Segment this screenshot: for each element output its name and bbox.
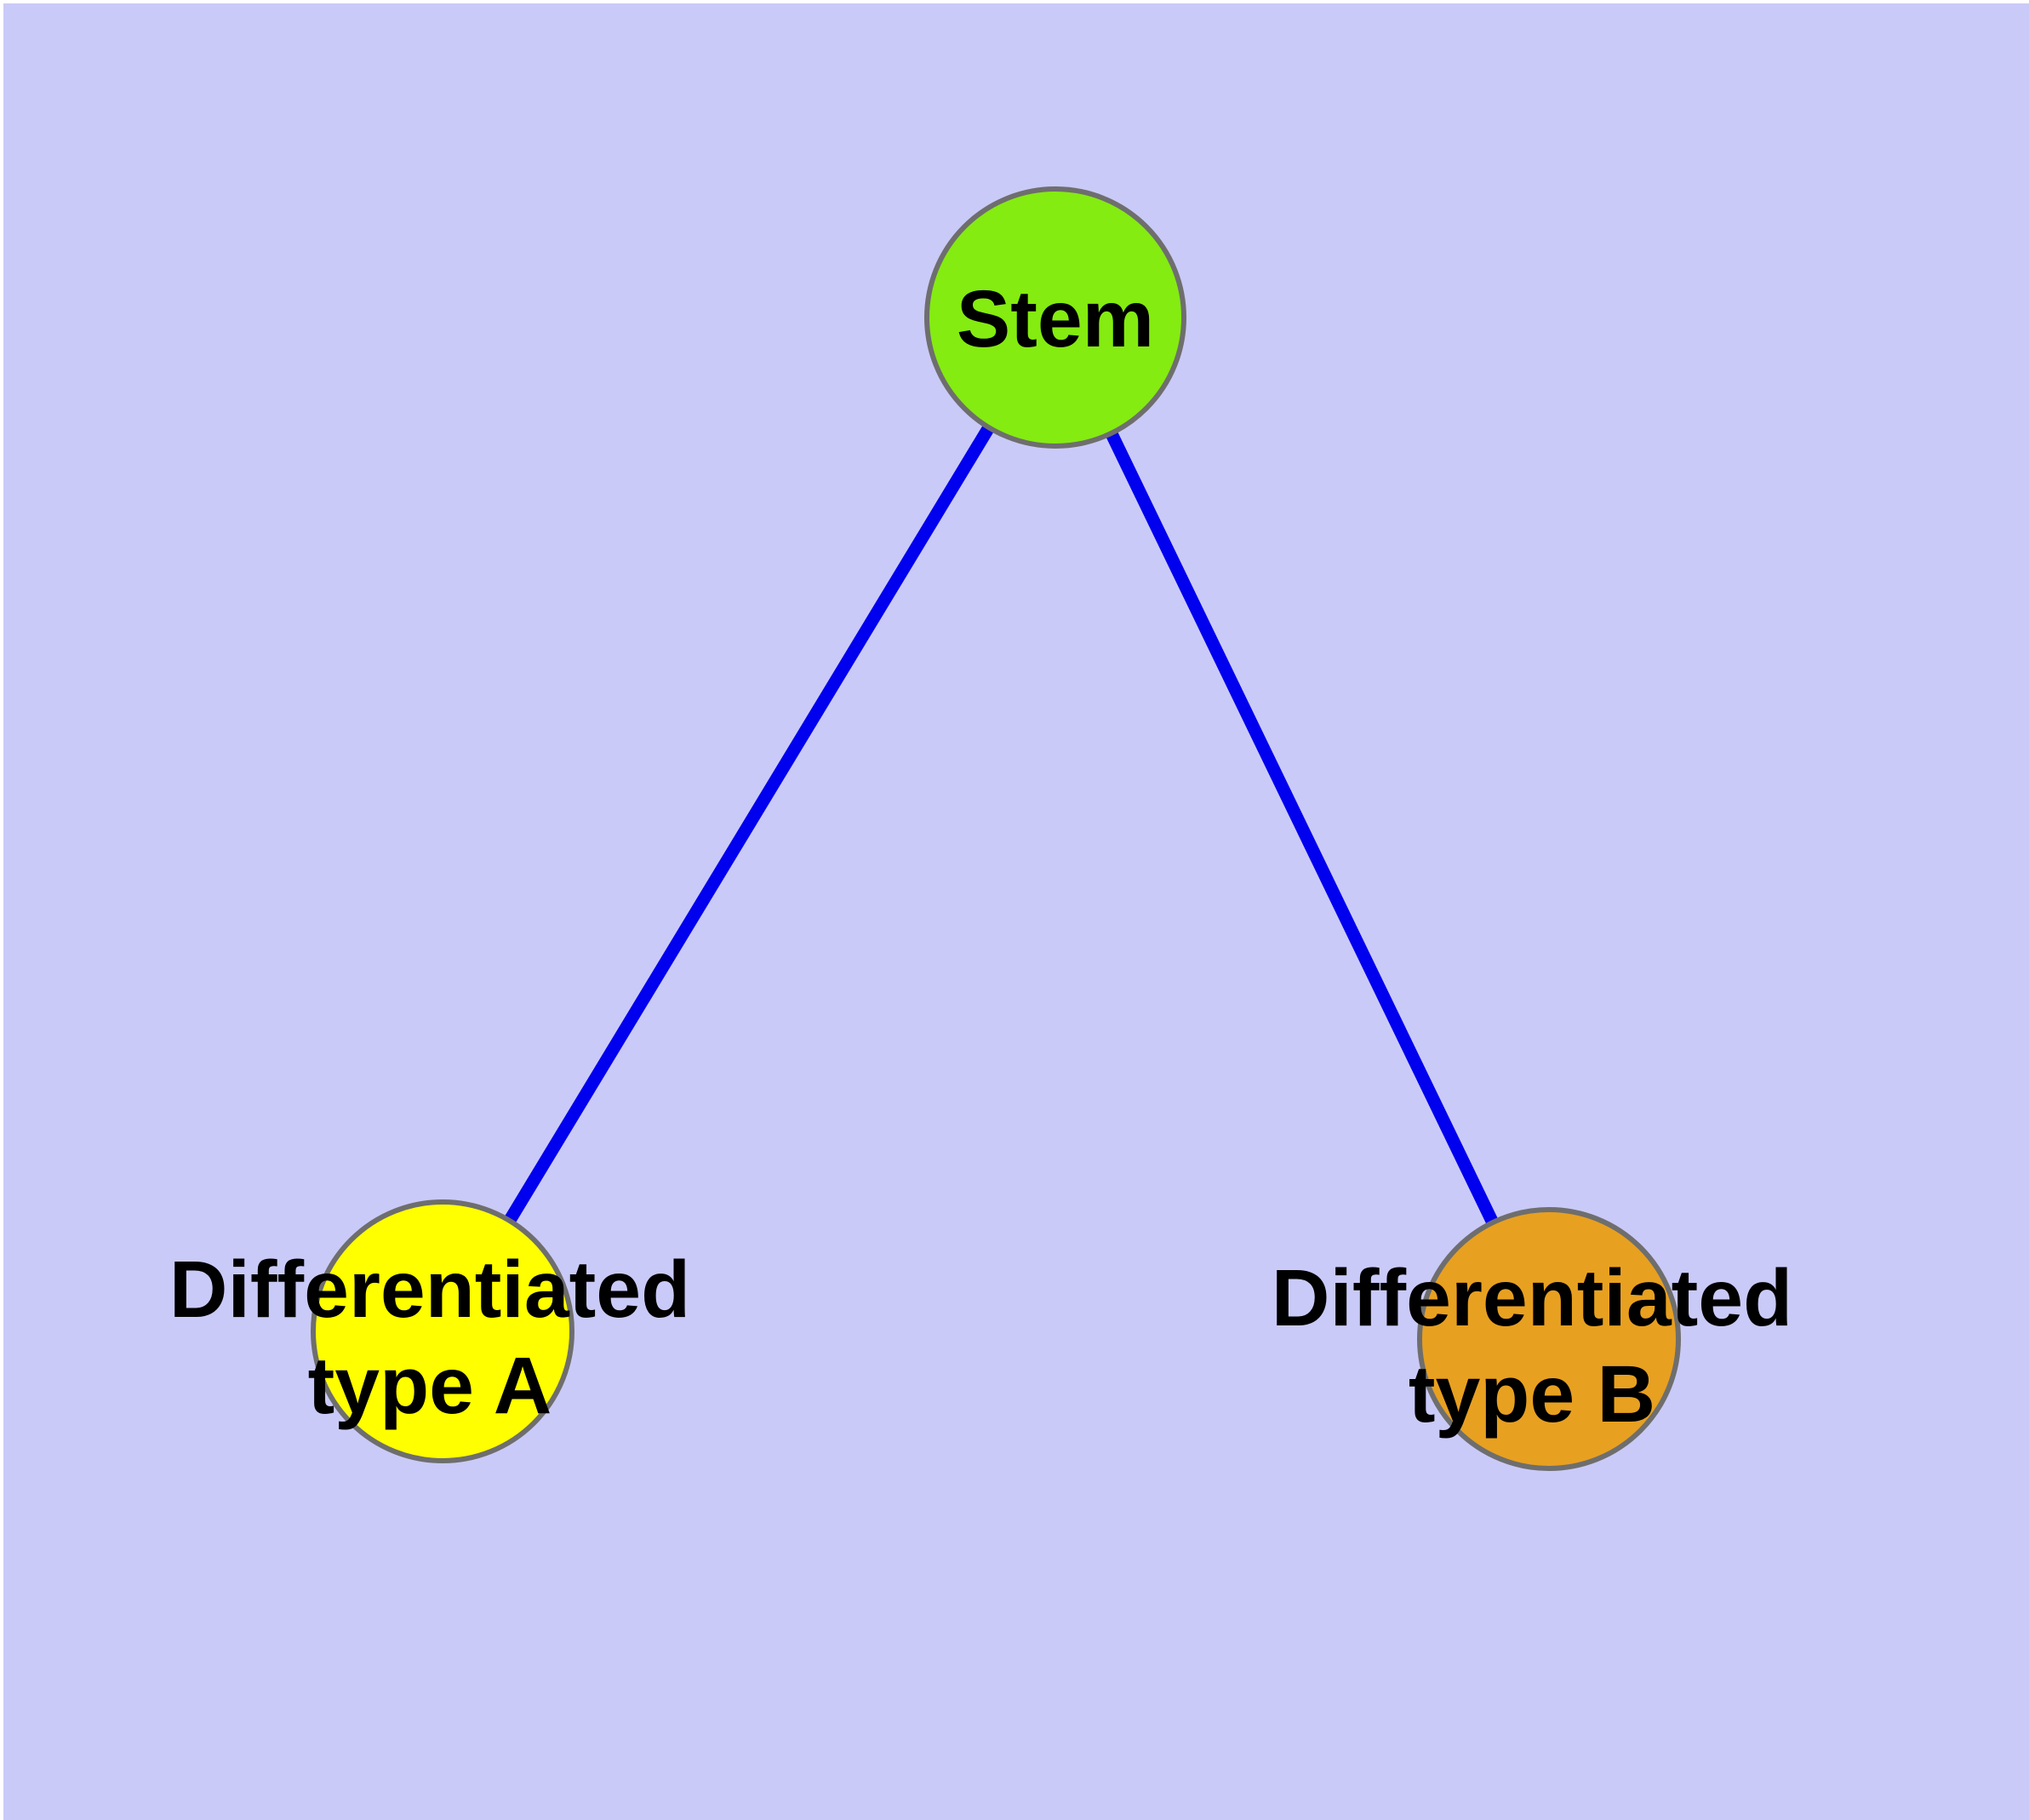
edge-stem-to-type-a [437,314,1061,1335]
edge-stem-to-type-b [1049,314,1555,1342]
stem-node-label: Stem [957,274,1154,364]
stem-node [924,186,1186,449]
type-a-node-label-line2: type A [308,1341,552,1431]
type-a-node-label-line1: Differentiated [169,1245,690,1335]
type-b-node [1417,1207,1681,1471]
type-b-node-label-line2: type B [1409,1349,1655,1439]
type-b-node-label-line1: Differentiated [1272,1253,1792,1343]
type-a-node [311,1199,574,1463]
